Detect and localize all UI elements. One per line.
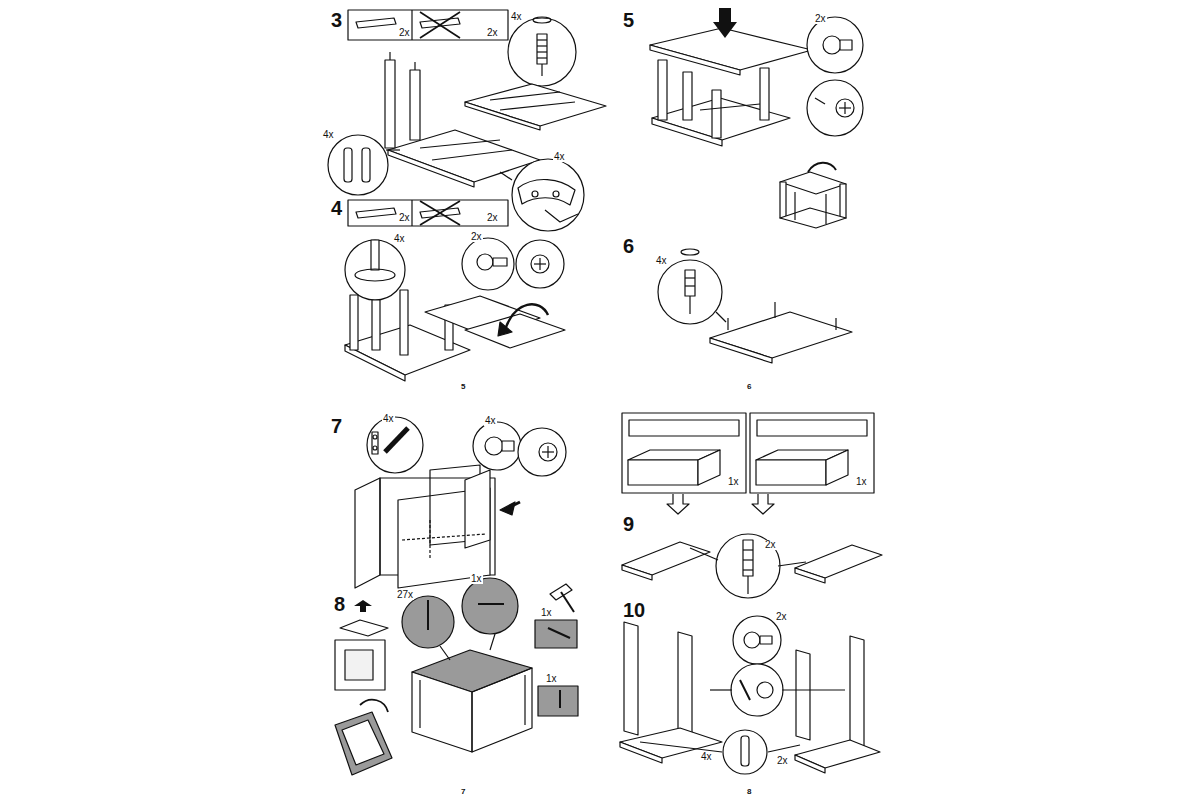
step-number: 8 bbox=[333, 594, 346, 614]
quantity-label: 1x bbox=[855, 477, 868, 487]
quantity-label: 4x bbox=[393, 234, 406, 244]
step-number: 7 bbox=[330, 416, 343, 436]
step-number: 5 bbox=[622, 10, 635, 30]
quantity-label: 2x bbox=[814, 14, 827, 24]
step-number: 4 bbox=[330, 198, 343, 218]
quantity-label: 2x bbox=[470, 232, 483, 242]
quantity-label: 4x bbox=[553, 152, 566, 162]
quantity-label: 4x bbox=[700, 752, 713, 762]
step-number: 6 bbox=[622, 236, 635, 256]
quantity-label: 2x bbox=[398, 213, 411, 223]
quantity-label: 1x bbox=[540, 608, 553, 618]
step-number: 9 bbox=[622, 514, 635, 534]
quantity-label: 2x bbox=[776, 756, 789, 766]
quantity-label: 2x bbox=[398, 28, 411, 38]
quantity-label: 27x bbox=[396, 590, 414, 600]
step-number: 3 bbox=[330, 10, 343, 30]
step-number: 10 bbox=[622, 600, 646, 620]
quantity-label: 1x bbox=[545, 674, 558, 684]
quantity-label: 2x bbox=[764, 540, 777, 550]
quantity-label: 4x bbox=[484, 416, 497, 426]
quantity-label: 4x bbox=[322, 130, 335, 140]
quantity-label: 1x bbox=[470, 574, 483, 584]
quantity-label: 2x bbox=[486, 28, 499, 38]
quantity-label: 1x bbox=[727, 477, 740, 487]
quantity-label: 4x bbox=[510, 12, 523, 22]
page-number: 7 bbox=[460, 788, 466, 796]
page-number: 5 bbox=[460, 383, 466, 391]
quantity-label: 4x bbox=[655, 256, 668, 266]
page-number: 6 bbox=[746, 383, 752, 391]
quantity-label: 2x bbox=[775, 612, 788, 622]
quantity-label: 2x bbox=[486, 213, 499, 223]
quantity-label: 4x bbox=[382, 414, 395, 424]
page-number: 8 bbox=[746, 788, 752, 796]
